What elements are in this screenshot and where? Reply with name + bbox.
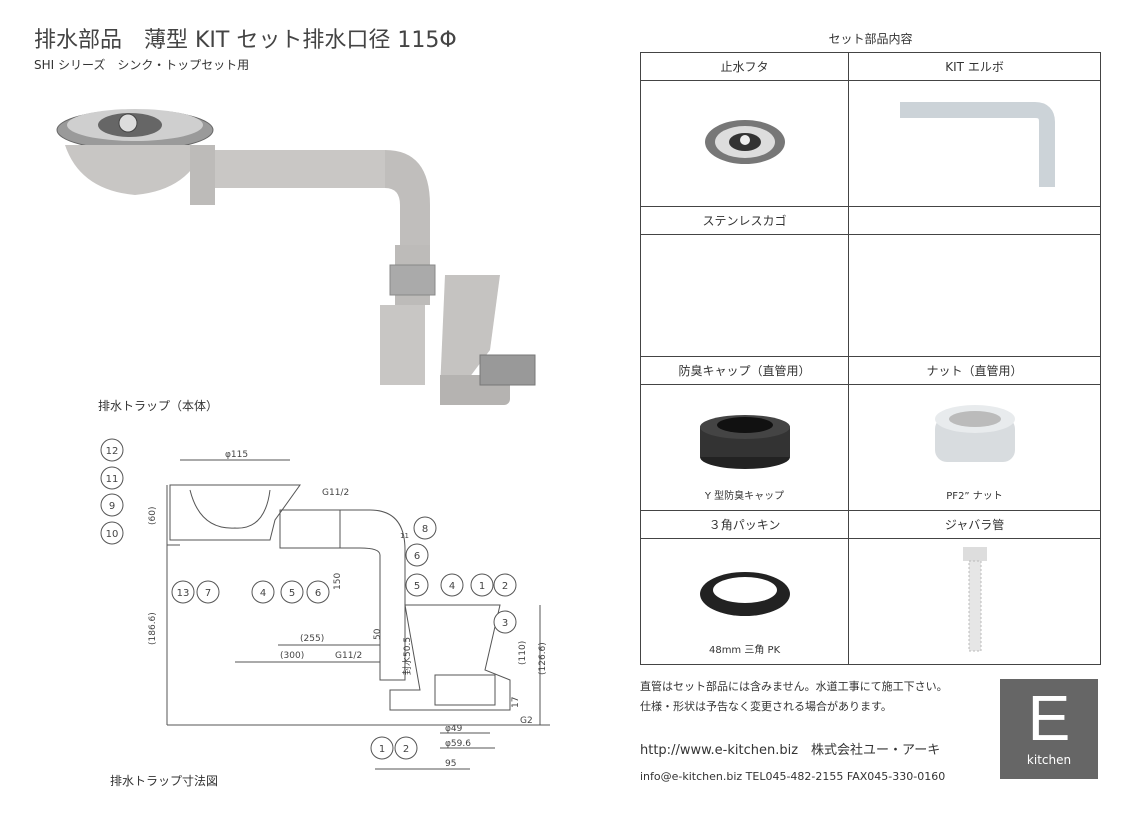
odor-cap-image: Y 型防臭キャップ bbox=[639, 384, 850, 511]
part-name: ステンレスカゴ bbox=[639, 206, 850, 235]
callout-circle bbox=[100, 493, 124, 517]
callout-number: 2 bbox=[502, 581, 508, 592]
company-name: 株式会社ユー・アーキ bbox=[811, 743, 941, 758]
dim-h126: (126.6) bbox=[538, 642, 548, 675]
part-caption: PF2” ナット bbox=[946, 491, 1003, 502]
callout-circle bbox=[493, 573, 517, 597]
callout-circle bbox=[493, 610, 517, 634]
part-name: KIT エルボ bbox=[848, 52, 1101, 81]
callout-number: 13 bbox=[177, 588, 190, 599]
part-caption: 48mm 三角 PK bbox=[708, 645, 781, 656]
callout-number: 5 bbox=[289, 588, 295, 599]
part-name: ナット（直管用） bbox=[848, 356, 1101, 385]
callout-number: 6 bbox=[315, 588, 321, 599]
dim-w300: (300) bbox=[280, 651, 304, 661]
dim-seal: 封水50.5 bbox=[401, 637, 413, 675]
dimension-drawing: φ115 G11/2 (60) (186.6) (300) (255) G11/… bbox=[100, 438, 550, 770]
callout-circle bbox=[394, 736, 418, 760]
callout-circle bbox=[306, 580, 330, 604]
callout-circle bbox=[171, 580, 195, 604]
gasket-image: 48mm 三角 PK bbox=[639, 538, 850, 665]
callout-number: 3 bbox=[502, 618, 508, 629]
dim-g1: G11/2 bbox=[322, 488, 349, 498]
kit-elbow-image bbox=[848, 80, 1101, 207]
logo-letter: E bbox=[1027, 682, 1071, 754]
notes: 直管はセット部品には含みません。水道工事にて施工下さい。 仕様・形状は予告なく変… bbox=[640, 677, 948, 717]
dim-d49: φ49 bbox=[445, 724, 463, 734]
callout-number: 10 bbox=[106, 529, 119, 540]
bellows-pipe-image bbox=[848, 538, 1101, 665]
dim-g3: G2 bbox=[520, 716, 533, 726]
part-name: ３角パッキン bbox=[639, 510, 850, 539]
dim-h186: (186.6) bbox=[148, 612, 158, 645]
callout-circle bbox=[100, 521, 124, 545]
diagram-caption: 排水トラップ寸法図 bbox=[110, 774, 219, 788]
part-name: 防臭キャップ（直管用） bbox=[639, 356, 850, 385]
callout-number: 12 bbox=[106, 446, 119, 457]
callout-circle bbox=[196, 580, 220, 604]
dim-g2: G11/2 bbox=[335, 651, 362, 661]
callout-circle bbox=[405, 543, 429, 567]
callout-circle bbox=[100, 438, 124, 462]
photo-label: 排水トラップ（本体） bbox=[98, 399, 219, 413]
part-name bbox=[848, 206, 1101, 235]
callout-circle bbox=[370, 736, 394, 760]
empty-cell bbox=[848, 234, 1101, 357]
callout-circle bbox=[251, 580, 275, 604]
part-caption: Y 型防臭キャップ bbox=[704, 491, 785, 502]
callout-number: 6 bbox=[414, 551, 420, 562]
set-contents-title: セット部品内容 bbox=[828, 32, 913, 46]
dim-h50: 50 bbox=[373, 628, 383, 640]
dim-h150: 150 bbox=[333, 573, 343, 590]
callout-number: 4 bbox=[449, 581, 455, 592]
callout-circle bbox=[440, 573, 464, 597]
nut-image: PF2” ナット bbox=[848, 384, 1101, 511]
callout-number: 7 bbox=[205, 588, 211, 599]
part-name: 止水フタ bbox=[639, 52, 850, 81]
basket-cell bbox=[639, 234, 850, 357]
page-title: 排水部品 薄型 KIT セット排水口径 115Φ bbox=[34, 28, 457, 53]
callout-number: 11 bbox=[106, 474, 119, 485]
stop-cap-image bbox=[639, 80, 850, 207]
callout-number: 9 bbox=[109, 501, 115, 512]
callout-circle bbox=[100, 466, 124, 490]
callout-number: 1 bbox=[479, 581, 485, 592]
callout-number: 8 bbox=[422, 524, 428, 535]
contact-line: info@e-kitchen.biz TEL045-482-2155 FAX04… bbox=[640, 770, 946, 783]
callout-circle bbox=[405, 573, 429, 597]
e-kitchen-logo: E kitchen bbox=[1000, 679, 1098, 779]
dim-d59: φ59.6 bbox=[445, 739, 471, 749]
dim-h17: 17 bbox=[511, 697, 521, 708]
website-link[interactable]: http://www.e-kitchen.biz bbox=[640, 743, 799, 758]
callout-number: 5 bbox=[414, 581, 420, 592]
dim-w255: (255) bbox=[300, 634, 324, 644]
logo-word: kitchen bbox=[1026, 753, 1072, 767]
dim-h60: (60) bbox=[148, 507, 158, 525]
page-subtitle: SHI シリーズ シンク・トップセット用 bbox=[34, 58, 250, 72]
drain-trap-photo-body bbox=[440, 275, 536, 405]
note: 直管はセット部品には含みません。水道工事にて施工下さい。 bbox=[640, 680, 948, 693]
dim-d115: φ115 bbox=[225, 450, 248, 460]
callout-circle bbox=[470, 573, 494, 597]
callout-number: 2 bbox=[403, 744, 409, 755]
contact-info: http://www.e-kitchen.biz 株式会社ユー・アーキ info… bbox=[640, 738, 945, 790]
dim-h110: (110) bbox=[518, 641, 528, 665]
callout-circle bbox=[280, 580, 304, 604]
callout-number: 1 bbox=[379, 744, 385, 755]
dim-w95: 95 bbox=[445, 759, 456, 769]
dim-t11: 11 bbox=[400, 532, 409, 540]
callout-circle bbox=[413, 516, 437, 540]
drain-trap-photo bbox=[56, 109, 436, 385]
note: 仕様・形状は予告なく変更される場合があります。 bbox=[640, 700, 892, 713]
part-name: ジャバラ管 bbox=[848, 510, 1101, 539]
callout-number: 4 bbox=[260, 588, 266, 599]
